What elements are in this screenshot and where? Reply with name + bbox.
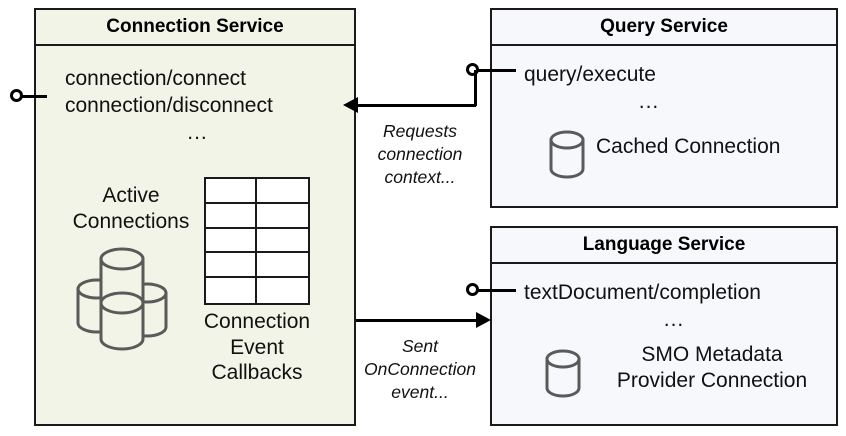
artifact-label-connection-event-callbacks: Connection Event Callbacks: [203, 310, 311, 385]
connector-segment-horizontal: [356, 319, 478, 322]
cylinder-cluster-svg: [76, 247, 168, 351]
cylinder-icon-smo-metadata-provider-connection: [542, 348, 584, 400]
arrow-head-right-icon: [476, 312, 491, 328]
grid-cell: [206, 179, 257, 204]
artifact-label-cached-connection: Cached Connection: [596, 135, 781, 158]
component-title-bar-language-service: Language Service: [492, 228, 836, 264]
cylinder-svg: [549, 130, 585, 179]
provided-interface-lollipop-connection-service[interactable]: [10, 88, 47, 104]
connector-label-sent-onconnection-event: Sent OnConnection event...: [364, 336, 476, 403]
lollipop-stem: [477, 289, 516, 292]
component-title-language-service: Language Service: [582, 234, 746, 255]
interface-connection-connect: connection/connect: [65, 67, 246, 90]
grid-cell: [257, 203, 308, 229]
artifact-label-smo-metadata-provider-connection: SMO Metadata Provider Connection: [616, 343, 808, 392]
grid-cell: [206, 228, 257, 254]
provided-interface-lollipop-language-service[interactable]: [466, 282, 516, 298]
interface-ellipsis-query-service: ...: [638, 89, 660, 113]
interface-connection-disconnect: connection/disconnect: [65, 93, 273, 117]
component-connection-service[interactable]: Connection Service connection/connect co…: [34, 8, 356, 426]
table-grid-icon: [204, 177, 310, 305]
lollipop-ball: [466, 63, 479, 76]
component-query-service[interactable]: Query Service query/execute ... Cached C…: [490, 8, 838, 208]
cylinder-icon-cached-connection: [546, 129, 588, 181]
component-body-language-service: textDocument/completion ... SMO Metadata…: [492, 264, 836, 424]
lollipop-stem: [477, 69, 516, 72]
interface-list-language-service: textDocument/completion ...: [524, 280, 824, 334]
interface-ellipsis-language-service: ...: [663, 307, 685, 331]
component-body-connection-service: connection/connect connection/disconnect…: [36, 46, 354, 424]
component-title-query-service: Query Service: [600, 16, 728, 37]
interface-list-query-service: query/execute ...: [524, 62, 774, 116]
cylinder-cluster-icon: [56, 241, 186, 351]
connector-segment-vertical: [474, 70, 477, 106]
grid-cell: [206, 278, 257, 303]
lollipop-ball: [10, 89, 23, 102]
interface-ellipsis-connection-service: ...: [187, 120, 208, 144]
artifact-label-active-connections: Active Connections: [72, 184, 190, 233]
component-title-bar-query-service: Query Service: [492, 10, 836, 46]
grid-cell: [257, 228, 308, 254]
lollipop-ball: [466, 283, 479, 296]
component-title-bar-connection-service: Connection Service: [36, 10, 354, 46]
grid-cell: [206, 203, 257, 229]
component-language-service[interactable]: Language Service textDocument/completion…: [490, 226, 838, 426]
connector-segment-horizontal: [356, 104, 476, 107]
grid-cell: [257, 179, 308, 204]
grid-cell: [257, 278, 308, 303]
component-body-query-service: query/execute ... Cached Connection: [492, 46, 836, 206]
interface-query-execute: query/execute: [524, 63, 656, 86]
interface-textdocument-completion: textDocument/completion: [524, 281, 761, 304]
arrow-head-left-icon: [343, 97, 358, 113]
grid-cell: [257, 253, 308, 279]
interface-list-connection-service: connection/connect connection/disconnect…: [65, 66, 330, 147]
component-title-connection-service: Connection Service: [106, 16, 284, 37]
provided-interface-lollipop-query-service[interactable]: [466, 62, 516, 78]
cylinder-svg: [545, 349, 581, 398]
connector-label-requests-connection-context: Requests connection context...: [377, 121, 463, 188]
lollipop-stem: [21, 95, 47, 98]
grid-cell: [206, 253, 257, 279]
